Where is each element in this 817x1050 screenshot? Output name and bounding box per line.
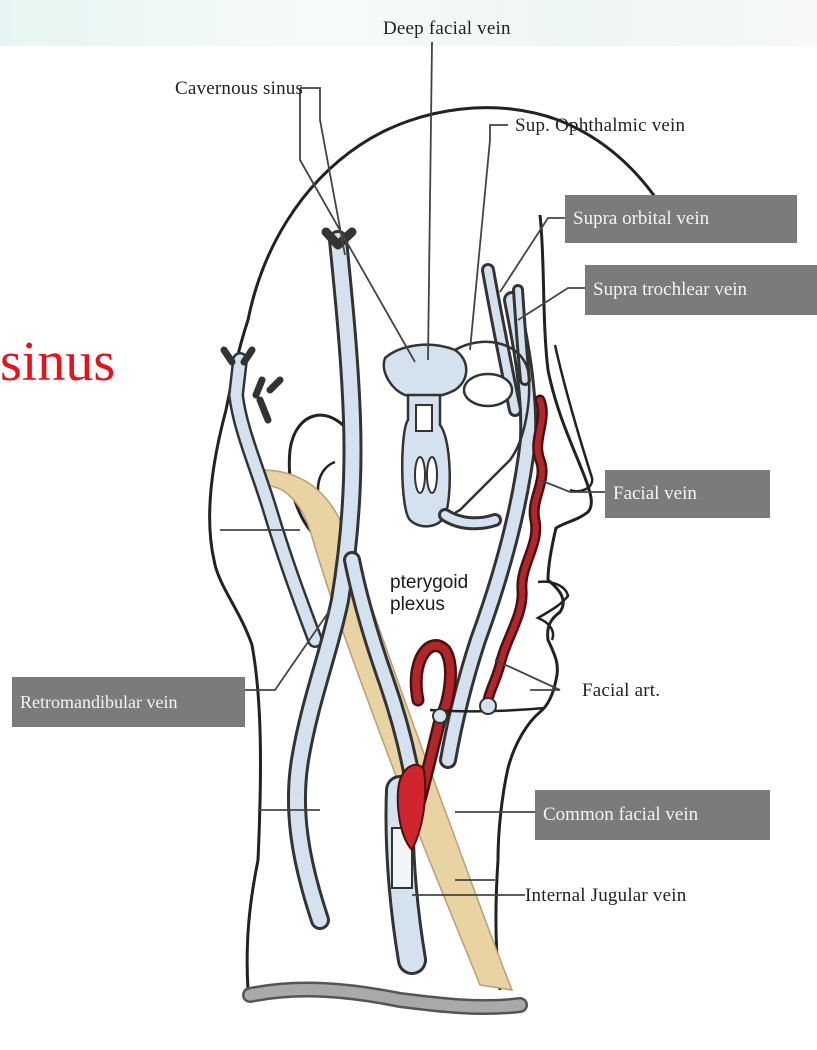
label-facial-vein: Facial vein [605, 470, 770, 518]
label-supra-orbital-vein: Supra orbital vein [565, 195, 797, 243]
label-retromandibular-vein: Retromandibular vein [12, 677, 245, 727]
label-internal-jugular-vein: Internal Jugular vein [525, 885, 686, 907]
label-common-facial-vein: Common facial vein [535, 790, 770, 840]
label-pterygoid-plexus-line2: plexus [390, 594, 468, 616]
label-cavernous-sinus: Cavernous sinus [175, 78, 303, 100]
label-pterygoid-plexus: pterygoid plexus [390, 572, 468, 616]
label-supra-trochlear-vein: Supra trochlear vein [585, 265, 817, 315]
neck-back [247, 860, 258, 990]
label-pterygoid-plexus-line1: pterygoid [390, 572, 468, 594]
eye [464, 374, 512, 406]
lips [538, 582, 568, 640]
label-facial-art: Facial art. [582, 680, 660, 702]
label-sup-ophthalmic-vein: Sup. Ophthalmic vein [515, 115, 685, 137]
cavernous-sinus-shape [384, 345, 466, 398]
label-deep-facial-vein: Deep facial vein [383, 18, 511, 40]
heading-fragment: sinus [0, 332, 115, 392]
